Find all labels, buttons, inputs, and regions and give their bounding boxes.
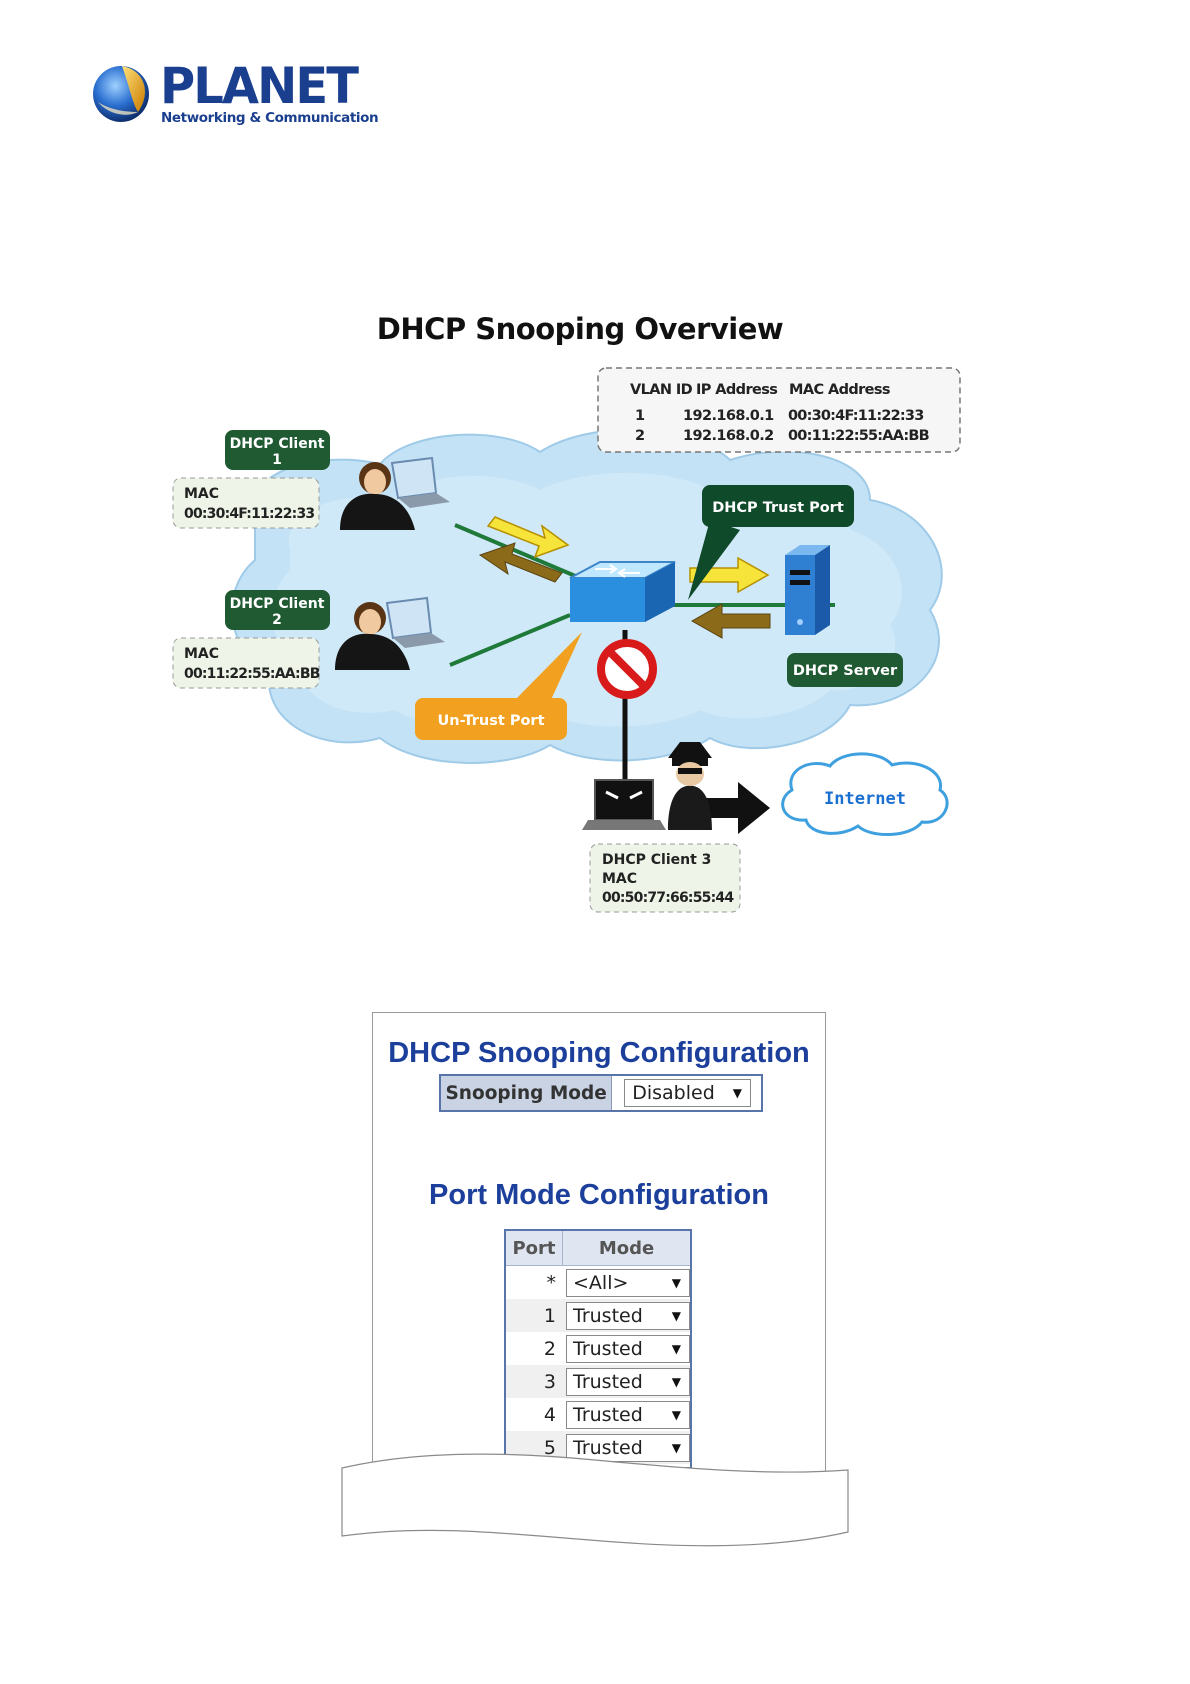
internet-label: Internet xyxy=(824,789,906,809)
port-table-header: Port Mode xyxy=(506,1231,690,1266)
chevron-down-icon: ▼ xyxy=(671,1374,681,1389)
chevron-down-icon: ▼ xyxy=(732,1086,742,1100)
svg-text:VLAN ID: VLAN ID xyxy=(630,382,693,398)
port-mode-select-all[interactable]: <All> ▼ xyxy=(566,1268,690,1297)
hacker-icon xyxy=(668,742,712,830)
client2-label: DHCP Client xyxy=(230,596,325,612)
table-row: 1 Trusted ▼ xyxy=(506,1299,690,1332)
client1-number: 1 xyxy=(272,452,282,468)
table-header-ip: IP Address xyxy=(696,382,777,398)
port-mode-table: Port Mode * <All> ▼ 1 Trusted ▼ 2 Truste… xyxy=(504,1229,692,1483)
table-row2-ip: 192.168.0.2 xyxy=(683,428,774,444)
table-row2-vlan: 2 xyxy=(635,428,645,444)
port-mode-value: Trusted xyxy=(573,1304,643,1327)
torn-edge-decoration xyxy=(341,1453,849,1547)
mode-column-header: Mode xyxy=(598,1237,655,1259)
port-number: 4 xyxy=(543,1403,556,1426)
port-number: 1 xyxy=(543,1304,556,1327)
prohibited-icon xyxy=(597,639,657,699)
client2-mac: 00:11:22:55:AA:BB xyxy=(184,666,320,682)
port-mode-select-1[interactable]: Trusted ▼ xyxy=(566,1301,690,1330)
dhcp-client1-user-icon xyxy=(340,456,450,530)
request-arrow-icon xyxy=(486,516,570,559)
table-row1-mac: 00:30:4F:11:22:33 xyxy=(788,408,924,424)
port-mode-select-2[interactable]: Trusted ▼ xyxy=(566,1334,690,1363)
table-row: 3 Trusted ▼ xyxy=(506,1365,690,1398)
trust-port-label: DHCP Trust Port xyxy=(712,500,844,516)
port-mode-value: <All> xyxy=(573,1271,629,1294)
table-header-mac: MAC Address xyxy=(789,382,890,398)
untrust-port-label: Un-Trust Port xyxy=(437,713,544,729)
port-number: 2 xyxy=(543,1337,556,1360)
table-row: * <All> ▼ xyxy=(506,1266,690,1299)
port-number: 5 xyxy=(543,1436,556,1459)
client3-mac-label: MAC xyxy=(602,871,637,887)
table-row1-ip: 192.168.0.1 xyxy=(683,408,774,424)
port-number: * xyxy=(546,1271,557,1294)
planet-logo-globe-icon xyxy=(93,66,149,122)
dhcp-snooping-config-panel: DHCP Snooping Configuration Snooping Mod… xyxy=(372,1012,826,1483)
overview-title: DHCP Snooping Overview xyxy=(376,312,784,346)
table-row1-vlan: 1 xyxy=(635,408,645,424)
dhcp-server-label: DHCP Server xyxy=(793,663,898,679)
port-mode-select-3[interactable]: Trusted ▼ xyxy=(566,1367,690,1396)
port-number: 3 xyxy=(543,1370,556,1393)
client2-number: 2 xyxy=(272,612,282,628)
config-title: DHCP Snooping Configuration xyxy=(388,1037,810,1069)
chevron-down-icon: ▼ xyxy=(671,1308,681,1323)
planet-logo-wordmark: PLANET xyxy=(160,57,359,115)
client3-label: DHCP Client 3 xyxy=(602,852,711,868)
client1-mac: 00:30:4F:11:22:33 xyxy=(184,506,314,522)
internet-arrow-icon xyxy=(695,782,770,834)
port-mode-value: Trusted xyxy=(573,1370,643,1393)
table-row: 5 Trusted ▼ xyxy=(506,1431,690,1464)
dhcp-snooping-overview-diagram: VLAN ID IP Address MAC Address 1 192.168… xyxy=(172,367,961,913)
port-mode-value: Trusted xyxy=(573,1403,643,1426)
dhcp-client2-user-icon xyxy=(335,596,445,670)
chevron-down-icon: ▼ xyxy=(671,1407,681,1422)
table-row: 2 Trusted ▼ xyxy=(506,1332,690,1365)
port-mode-select-4[interactable]: Trusted ▼ xyxy=(566,1400,690,1429)
server-response-arrow-icon xyxy=(690,603,771,639)
port-column-header: Port xyxy=(506,1231,563,1265)
chevron-down-icon: ▼ xyxy=(671,1341,681,1356)
client1-label: DHCP Client xyxy=(230,436,325,452)
port-mode-title: Port Mode Configuration xyxy=(429,1179,769,1211)
port-mode-value: Trusted xyxy=(573,1436,643,1459)
table-row: 4 Trusted ▼ xyxy=(506,1398,690,1431)
client2-mac-label: MAC xyxy=(184,646,219,662)
port-mode-select-5[interactable]: Trusted ▼ xyxy=(566,1433,690,1462)
chevron-down-icon: ▼ xyxy=(671,1275,681,1290)
internet-cloud-icon xyxy=(781,752,949,837)
snooping-mode-label: Snooping Mode xyxy=(441,1076,613,1110)
table-header-vlan: VLAN ID xyxy=(630,382,693,398)
client3-mac: 00:50:77:66:55:44 xyxy=(602,890,734,906)
dhcp-server-icon xyxy=(785,545,830,635)
planet-logo-tagline: Networking & Communication xyxy=(161,110,379,126)
client1-mac-label: MAC xyxy=(184,486,219,502)
response-arrow-icon xyxy=(478,542,563,583)
snooping-mode-select[interactable]: Disabled ▼ xyxy=(624,1079,751,1107)
table-row2-mac: 00:11:22:55:AA:BB xyxy=(788,428,930,444)
port-mode-value: Trusted xyxy=(573,1337,643,1360)
snooping-mode-value: Disabled xyxy=(632,1082,715,1104)
chevron-down-icon: ▼ xyxy=(671,1440,681,1455)
rogue-laptop-icon xyxy=(582,779,666,830)
switch-icon xyxy=(569,561,676,622)
snooping-mode-row: Snooping Mode Disabled ▼ xyxy=(439,1074,763,1112)
